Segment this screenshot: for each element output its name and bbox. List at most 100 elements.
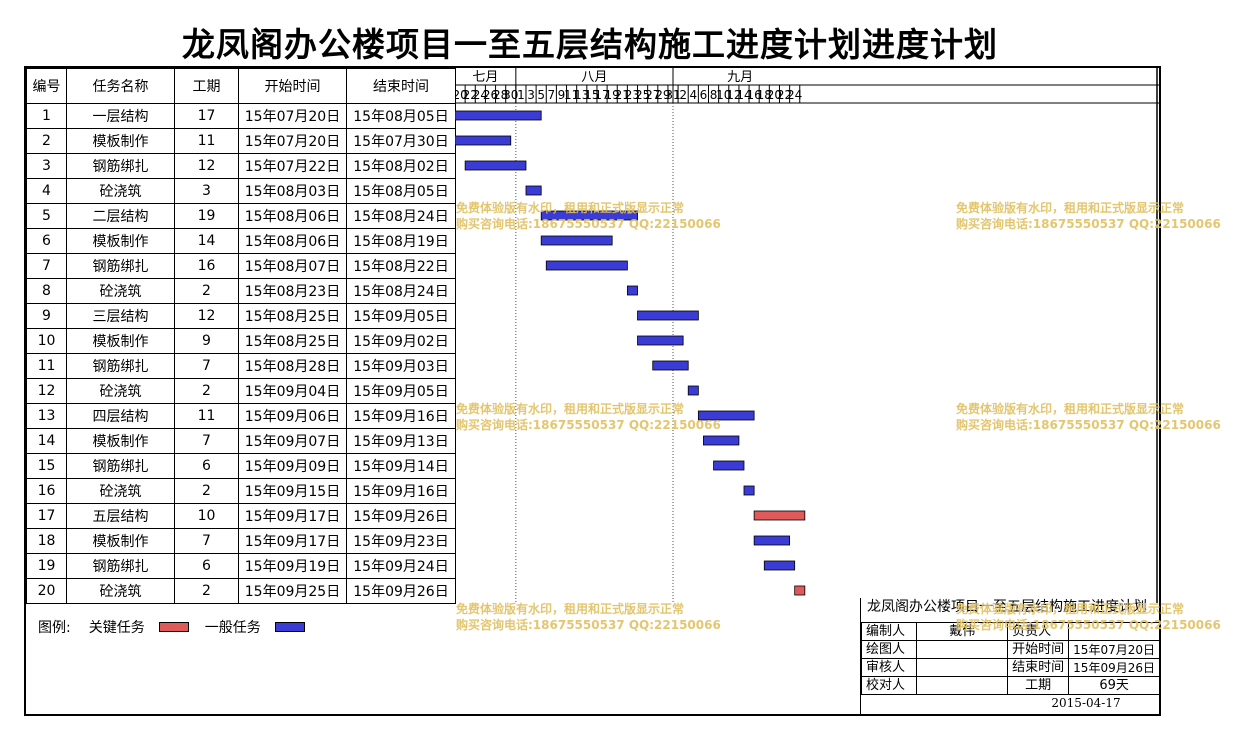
chart-frame bbox=[24, 66, 1161, 716]
task-duration: 12 bbox=[174, 303, 239, 329]
task-duration: 6 bbox=[174, 453, 239, 479]
day-label: 16 bbox=[746, 88, 761, 102]
task-duration: 2 bbox=[174, 578, 239, 604]
reviewer-label: 审核人 bbox=[860, 658, 918, 677]
task-duration: 7 bbox=[174, 528, 239, 554]
day-label: 1 bbox=[517, 88, 525, 102]
gantt-bar bbox=[637, 310, 699, 321]
task-start: 15年07月20日 bbox=[238, 103, 347, 129]
gantt-bar bbox=[713, 460, 745, 471]
task-name: 钢筋绑扎 bbox=[66, 453, 175, 479]
task-duration: 3 bbox=[174, 178, 239, 204]
task-end: 15年09月16日 bbox=[346, 478, 456, 504]
day-label: 9 bbox=[558, 88, 566, 102]
task-id: 4 bbox=[26, 178, 67, 204]
task-id: 3 bbox=[26, 153, 67, 179]
start-label: 开始时间 bbox=[1007, 640, 1070, 659]
start-value: 15年07月20日 bbox=[1068, 640, 1160, 659]
day-label: 8 bbox=[710, 88, 718, 102]
day-label: 24 bbox=[787, 88, 802, 102]
task-name: 模板制作 bbox=[66, 328, 175, 354]
editor-value: 戴伟 bbox=[916, 622, 1009, 641]
day-label: 15 bbox=[584, 88, 599, 102]
day-label: 17 bbox=[594, 88, 609, 102]
day-label: 6 bbox=[700, 88, 708, 102]
task-duration: 2 bbox=[174, 378, 239, 404]
gantt-bar bbox=[540, 235, 613, 246]
day-label: 2 bbox=[679, 88, 687, 102]
checker-value bbox=[916, 676, 1009, 695]
day-label: 7 bbox=[548, 88, 556, 102]
day-label: 25 bbox=[635, 88, 650, 102]
task-name: 砼浇筑 bbox=[66, 378, 175, 404]
day-label: 18 bbox=[757, 88, 772, 102]
day-label: 27 bbox=[645, 88, 660, 102]
task-duration: 16 bbox=[174, 253, 239, 279]
page-title: 龙凤阁办公楼项目一至五层结构施工进度计划进度计划 bbox=[182, 25, 998, 64]
task-duration: 9 bbox=[174, 328, 239, 354]
header-start: 开始时间 bbox=[238, 68, 347, 104]
month-label: 八月 bbox=[581, 70, 607, 85]
day-label: 22 bbox=[463, 88, 478, 102]
info-title: 龙凤阁办公楼项目一至五层结构施工进度计划 bbox=[867, 599, 1147, 615]
task-name: 二层结构 bbox=[66, 203, 175, 229]
task-start: 15年09月09日 bbox=[238, 453, 347, 479]
task-start: 15年09月19日 bbox=[238, 553, 347, 579]
gantt-bar bbox=[540, 210, 638, 221]
task-duration: 11 bbox=[174, 128, 239, 154]
day-label: 19 bbox=[605, 88, 620, 102]
task-id: 11 bbox=[26, 353, 67, 379]
task-name: 模板制作 bbox=[66, 228, 175, 254]
task-end: 15年09月23日 bbox=[346, 528, 456, 554]
task-duration: 2 bbox=[174, 478, 239, 504]
day-label: 23 bbox=[625, 88, 640, 102]
gantt-bar-critical bbox=[794, 585, 806, 596]
day-label: 5 bbox=[537, 88, 545, 102]
task-end: 15年09月03日 bbox=[346, 353, 456, 379]
gantt-bar bbox=[626, 285, 638, 296]
task-duration: 17 bbox=[174, 103, 239, 129]
gantt-bar bbox=[464, 160, 527, 171]
gantt-bar bbox=[525, 185, 542, 196]
legend: 图例: 关键任务 一般任务 bbox=[38, 617, 321, 637]
task-start: 15年07月22日 bbox=[238, 153, 347, 179]
task-name: 模板制作 bbox=[66, 528, 175, 554]
task-id: 12 bbox=[26, 378, 67, 404]
task-start: 15年09月25日 bbox=[238, 578, 347, 604]
gantt-bar-critical bbox=[753, 510, 806, 521]
task-duration: 11 bbox=[174, 403, 239, 429]
reviewer-value bbox=[916, 658, 1009, 677]
task-name: 砼浇筑 bbox=[66, 278, 175, 304]
task-end: 15年08月05日 bbox=[346, 103, 456, 129]
gantt-bar bbox=[743, 485, 755, 496]
day-label: 31 bbox=[665, 88, 680, 102]
task-id: 15 bbox=[26, 453, 67, 479]
duration-value: 69天 bbox=[1068, 676, 1160, 695]
owner-label: 负责人 bbox=[1007, 622, 1070, 641]
task-end: 15年08月22日 bbox=[346, 253, 456, 279]
legend-critical-label: 关键任务 bbox=[88, 620, 145, 636]
owner-value bbox=[1068, 622, 1160, 641]
gantt-bar bbox=[455, 135, 512, 146]
task-duration: 7 bbox=[174, 428, 239, 454]
task-end: 15年09月14日 bbox=[346, 453, 456, 479]
task-end: 15年08月05日 bbox=[346, 178, 456, 204]
task-start: 15年08月06日 bbox=[238, 203, 347, 229]
task-name: 四层结构 bbox=[66, 403, 175, 429]
month-label: 九月 bbox=[727, 70, 753, 85]
task-name: 砼浇筑 bbox=[66, 478, 175, 504]
task-name: 钢筋绑扎 bbox=[66, 253, 175, 279]
task-id: 10 bbox=[26, 328, 67, 354]
task-start: 15年09月17日 bbox=[238, 528, 347, 554]
task-id: 14 bbox=[26, 428, 67, 454]
task-duration: 14 bbox=[174, 228, 239, 254]
gantt-bar bbox=[753, 535, 791, 546]
task-start: 15年08月06日 bbox=[238, 228, 347, 254]
